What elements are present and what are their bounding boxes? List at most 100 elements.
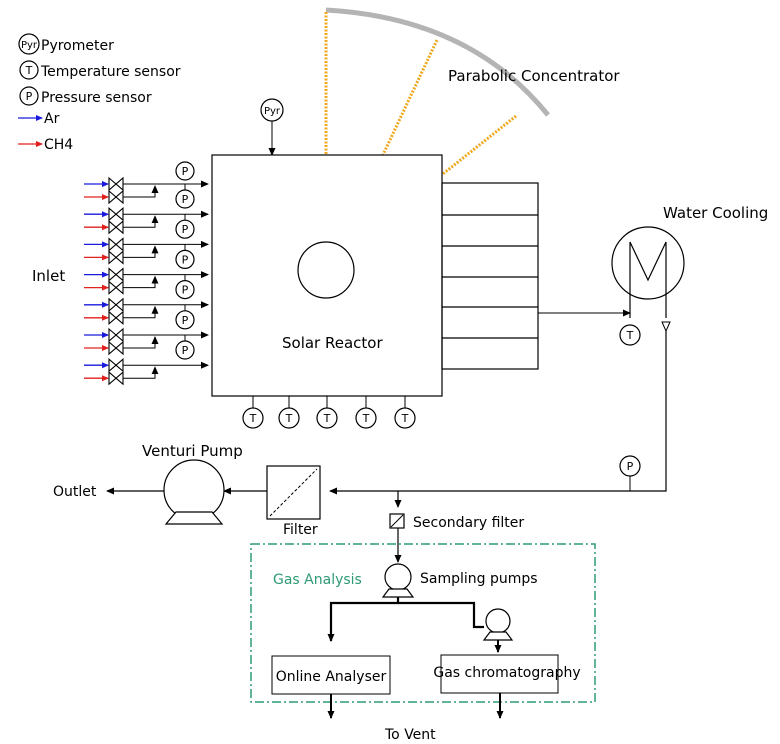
legend: Pyr Pyrometer T Temperature sensor P Pre… (18, 33, 181, 153)
pyrometer-icon (18, 33, 40, 55)
pump-icon (163, 459, 225, 521)
to-vent-label: To Vent (384, 727, 436, 743)
valve-icon (108, 280, 124, 295)
solar-reactor: Solar Reactor (211, 154, 443, 397)
temperature-sensor-icon (19, 60, 39, 80)
legend-temperature: T Temperature sensor (19, 60, 181, 80)
reactor-temperature-symbol: T (285, 412, 293, 425)
filter: Filter (223, 465, 321, 538)
reactor-cooling-fins (441, 182, 631, 370)
water-cooling: Water Cooling T P (329, 204, 768, 495)
legend-pressure: P Pressure sensor (19, 86, 152, 106)
sampling-pump-icon (485, 608, 511, 634)
water-cooling-label: Water Cooling (663, 204, 768, 222)
inlet-valve-pair: P (84, 297, 209, 330)
valve-icon (108, 237, 124, 252)
temperature-symbol: T (25, 64, 33, 77)
online-analyser-label: Online Analyser (276, 669, 387, 685)
ch4-merge-line (123, 185, 159, 198)
secondary-filter: Secondary filter (389, 491, 524, 563)
valve-icon (108, 207, 124, 222)
exhaust-pressure-symbol: P (627, 460, 634, 473)
sampling-pumps-label: Sampling pumps (420, 571, 538, 587)
reactor-temperature-sensor: T (316, 396, 338, 429)
solar-reactor-label: Solar Reactor (282, 334, 383, 352)
pressure-sensor-icon (175, 219, 195, 239)
pressure-symbol: P (26, 90, 33, 103)
pressure-sensor-icon (175, 189, 195, 209)
inlet-pressure-symbol: P (182, 165, 189, 178)
pressure-sensor-icon (175, 310, 195, 330)
ar-legend-label: Ar (44, 111, 60, 127)
reactor-cavity (297, 241, 355, 299)
reactor-temperature-symbol: T (323, 412, 331, 425)
temperature-sensor-icon (242, 407, 264, 429)
temperature-sensor-icon (619, 324, 641, 346)
heat-exchanger-icon (611, 226, 685, 300)
pressure-sensor-icon (619, 455, 641, 477)
sampling-pump-base (381, 588, 415, 598)
pressure-sensor-icon (175, 249, 195, 269)
sampling-pump-icon (384, 563, 412, 591)
inlet-valve-pair: P (84, 207, 209, 239)
filter-icon (266, 465, 321, 520)
inlet-pressure-symbol: P (182, 314, 189, 327)
venturi-pump-label: Venturi Pump (142, 442, 243, 460)
reactor-temperature-sensor: T (278, 396, 300, 429)
inlet-pressure-symbol: P (182, 253, 189, 266)
valve-icon (108, 340, 124, 356)
pressure-sensor-icon (175, 161, 195, 181)
legend-ch4: CH4 (18, 137, 73, 153)
legend-ar: Ar (18, 111, 60, 127)
valve-icon (108, 176, 124, 192)
reactor-temperature-sensor: T (355, 396, 377, 429)
pressure-sensor-icon (19, 86, 39, 106)
gas-analysis-label: Gas Analysis (273, 572, 362, 588)
temperature-sensor-icon (394, 407, 416, 429)
pressure-sensor-icon (175, 340, 195, 360)
valve-icon (108, 358, 124, 373)
outlet-label: Outlet (53, 484, 97, 500)
to-second-pump-line (398, 601, 484, 629)
inlet-pressure-symbol: P (182, 223, 189, 236)
temperature-sensor-icon (355, 407, 377, 429)
inlet-valve-pair: P (84, 237, 209, 269)
ch4-merge-line (123, 245, 159, 258)
secondary-filter-media (390, 514, 404, 528)
inlet-pressure-symbol: P (182, 193, 189, 206)
filter-media (269, 468, 318, 517)
reactor-temperature-symbol: T (249, 412, 257, 425)
valve-icon (108, 189, 124, 205)
exhaust-line (329, 331, 667, 495)
sampling-pump-base (482, 631, 514, 641)
reactor-pyrometer-symbol: Pyr (264, 106, 281, 117)
ch4-legend-label: CH4 (44, 137, 73, 153)
inlet-valve-pair: P (84, 327, 209, 360)
ch4-merge-line (123, 275, 159, 289)
inlet-pressure-symbol: P (182, 284, 189, 297)
fin-block (441, 182, 539, 370)
pyrometer-symbol: Pyr (21, 40, 38, 51)
temperature-sensor-icon (316, 407, 338, 429)
reactor-temperature-symbol: T (401, 412, 409, 425)
temperature-legend-label: Temperature sensor (40, 64, 181, 80)
gas-chromatography-box (440, 654, 559, 694)
cooling-coil (629, 241, 667, 318)
inlet-valve-pair: P (84, 267, 209, 300)
concentrator-mirror (325, 7, 550, 117)
gas-chromatography-label: Gas chromatography (433, 665, 580, 681)
reactor-temperature-sensor: T (394, 396, 416, 429)
valve-icon (108, 220, 124, 235)
pyrometer-legend-label: Pyrometer (41, 38, 114, 54)
ch4-merge-line (123, 336, 159, 349)
inlet-valve-pair (84, 358, 209, 386)
valve-icon (108, 327, 124, 343)
legend-pyrometer: Pyr Pyrometer (18, 33, 114, 55)
to-online-analyser-line (327, 597, 400, 642)
filter-label: Filter (283, 522, 318, 538)
cooling-temperature-symbol: T (626, 329, 634, 342)
pump-base (164, 511, 224, 525)
